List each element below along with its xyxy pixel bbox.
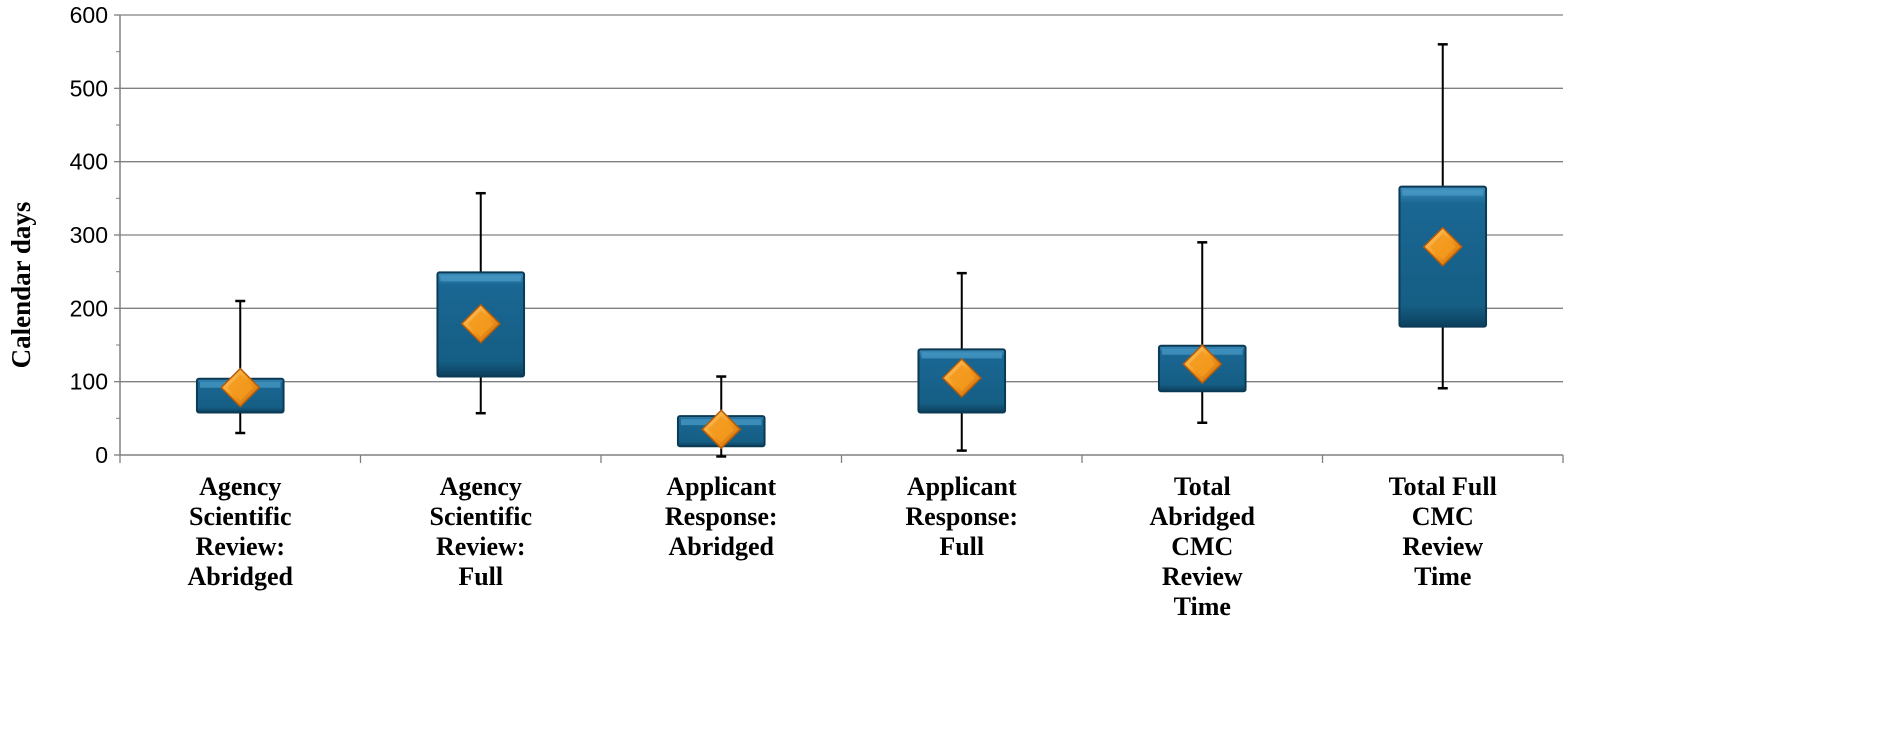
mean-marker-inner — [1189, 351, 1216, 378]
x-category-label-line: Time — [1414, 562, 1471, 591]
mean-marker-inner — [1429, 233, 1456, 260]
x-category-label-line: Scientific — [429, 502, 532, 531]
y-tick-label: 0 — [95, 442, 108, 468]
x-category-label-line: Review — [1402, 532, 1483, 561]
x-category-label-line: Scientific — [189, 502, 292, 531]
box-highlight — [440, 275, 522, 282]
x-category-label-line: Applicant — [907, 472, 1017, 501]
x-category-label-line: CMC — [1412, 502, 1474, 531]
x-category-label-line: Abridged — [669, 532, 775, 561]
mean-marker-inner — [948, 365, 975, 391]
y-axis-label: Calendar days — [6, 202, 36, 369]
boxes — [195, 43, 1488, 458]
axes — [119, 15, 1564, 463]
y-tick-label: 300 — [70, 222, 108, 248]
box-group — [1157, 241, 1247, 424]
x-category-label-line: Time — [1174, 592, 1231, 621]
x-category-label-line: Abridged — [1150, 502, 1256, 531]
mean-marker-inner — [227, 374, 254, 401]
box-highlight — [1402, 189, 1484, 196]
box-highlight — [921, 352, 1003, 359]
mean-marker-inner — [708, 416, 735, 443]
y-tick-label: 500 — [70, 75, 108, 101]
x-category-label-line: Abridged — [188, 562, 294, 591]
box-group — [676, 375, 766, 458]
x-category-label-line: Applicant — [666, 472, 776, 501]
mean-marker-inner — [467, 310, 494, 337]
y-tick-label: 600 — [70, 2, 108, 28]
y-axis-ticks: 0 100 200 300 400 500 600 — [70, 2, 120, 468]
box-group — [1398, 43, 1488, 390]
x-category-label-line: Full — [458, 562, 503, 591]
x-category-label-line: Response: — [905, 502, 1018, 531]
x-category-label-line: Full — [939, 532, 984, 561]
y-tick-label: 400 — [70, 149, 108, 175]
box-group — [436, 191, 526, 415]
x-category-label-line: Agency — [199, 472, 281, 501]
x-category-label-line: Review: — [195, 532, 285, 561]
box-group — [917, 271, 1007, 452]
box-group — [195, 299, 285, 435]
x-category-label-line: Total — [1174, 472, 1231, 501]
x-category-label-line: Review — [1162, 562, 1243, 591]
x-category-label-line: Agency — [440, 472, 522, 501]
gridlines — [120, 14, 1563, 383]
x-category-label-line: CMC — [1171, 532, 1233, 561]
x-category-label-line: Review: — [436, 532, 526, 561]
x-category-label-line: Total Full — [1389, 472, 1497, 501]
x-category-label-line: Response: — [665, 502, 778, 531]
y-tick-label: 200 — [70, 295, 108, 321]
y-tick-label: 100 — [70, 369, 108, 395]
